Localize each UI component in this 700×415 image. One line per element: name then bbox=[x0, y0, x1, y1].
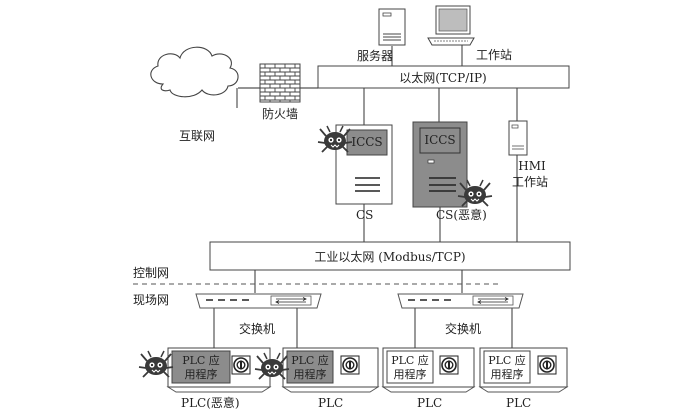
field-net-label: 现场网 bbox=[133, 293, 169, 307]
brick-wall-icon bbox=[259, 63, 301, 103]
plc-malicious-label: PLC(恶意) bbox=[181, 395, 240, 410]
plc-device[interactable]: PLC 应 用程序 bbox=[381, 347, 476, 393]
desktop-monitor-icon[interactable] bbox=[427, 5, 475, 46]
hmi-workstation-label: 工作站 bbox=[512, 175, 548, 189]
network-switch-icon[interactable] bbox=[397, 293, 524, 309]
plc-app-label: PLC 应 bbox=[291, 353, 329, 367]
internet-label: 互联网 bbox=[179, 129, 215, 143]
plc-dial-icon bbox=[340, 355, 360, 375]
plc-app-box bbox=[386, 350, 434, 384]
cs-label: CS bbox=[356, 208, 373, 222]
switch-right-label: 交换机 bbox=[445, 321, 481, 336]
industrial-ethernet-bus bbox=[209, 241, 571, 271]
hmi-label: HMI bbox=[518, 159, 546, 173]
plc-app-box bbox=[286, 350, 334, 384]
ethernet-bus bbox=[317, 65, 570, 89]
plc-dial-icon bbox=[439, 355, 459, 375]
iccs-label-a: ICCS bbox=[351, 135, 382, 149]
iccs-label-b: ICCS bbox=[424, 133, 455, 147]
server-tower-icon[interactable] bbox=[378, 8, 406, 46]
cs-server[interactable]: ICCS bbox=[317, 124, 393, 205]
plc-app-label: 用程序 bbox=[491, 367, 524, 381]
plc-app-label: PLC 应 bbox=[182, 353, 220, 367]
iccs-box bbox=[346, 129, 388, 156]
firewall-label: 防火墙 bbox=[262, 106, 298, 121]
industrial-ethernet-label: 工业以太网 (Modbus/TCP) bbox=[314, 249, 465, 264]
control-net-label: 控制网 bbox=[133, 266, 169, 280]
plc-dial-icon bbox=[231, 355, 251, 375]
iccs-box-malicious bbox=[419, 127, 461, 154]
hmi-tower-icon[interactable] bbox=[508, 120, 528, 156]
plc-label: PLC bbox=[506, 396, 531, 410]
network-switch-icon[interactable] bbox=[195, 293, 322, 309]
plc-app-box bbox=[483, 350, 531, 384]
plc-app-label: PLC 应 bbox=[488, 353, 526, 367]
cs-malicious-server[interactable]: ICCS bbox=[412, 121, 493, 208]
switch-left-label: 交换机 bbox=[239, 321, 275, 336]
plc-app-label: 用程序 bbox=[185, 367, 218, 381]
cloud-icon bbox=[150, 46, 239, 98]
plc-malicious[interactable]: PLC 应 用程序 bbox=[138, 347, 272, 393]
plc-app-label: 用程序 bbox=[294, 367, 327, 381]
plc-dial-icon bbox=[537, 355, 557, 375]
plc-label: PLC bbox=[417, 396, 442, 410]
plc-device[interactable]: PLC 应 用程序 bbox=[478, 347, 569, 393]
plc-app-label: PLC 应 bbox=[391, 353, 429, 367]
ethernet-label: 以太网(TCP/IP) bbox=[399, 70, 486, 85]
plc-app-label: 用程序 bbox=[394, 367, 427, 381]
cs-malicious-label: CS(恶意) bbox=[436, 207, 487, 222]
server-label: 服务器 bbox=[357, 48, 393, 63]
plc-label: PLC bbox=[318, 396, 343, 410]
connections bbox=[213, 44, 518, 348]
workstation-label: 工作站 bbox=[476, 48, 512, 62]
plc-device[interactable]: PLC 应 用程序 bbox=[254, 347, 380, 393]
